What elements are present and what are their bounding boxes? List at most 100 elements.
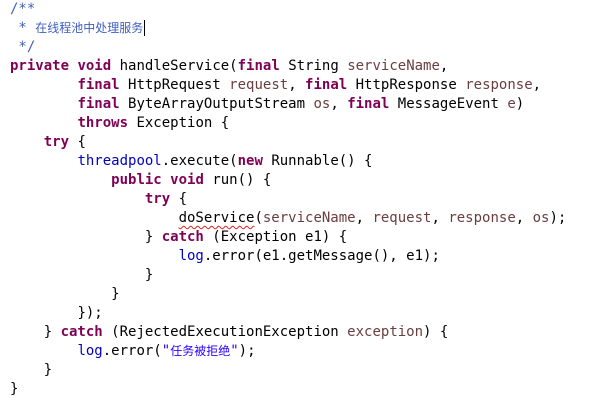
type-name: MessageEvent xyxy=(389,96,508,112)
string-literal: 任务被拒绝 xyxy=(170,344,231,358)
code-text: } xyxy=(144,267,154,283)
code-line-7[interactable]: throws Exception { xyxy=(10,114,229,133)
indent xyxy=(10,134,44,150)
field-reference: log xyxy=(77,343,103,359)
keyword: final xyxy=(237,58,280,74)
code-line-1[interactable]: /** xyxy=(10,0,35,19)
keyword: void xyxy=(77,58,112,74)
indent xyxy=(10,286,111,302)
indent xyxy=(10,343,77,359)
indent xyxy=(10,191,145,207)
code-text: , xyxy=(355,210,373,226)
code-line-14[interactable]: log.error(e1.getMessage(), e1); xyxy=(10,247,440,266)
code-text: }); xyxy=(77,305,103,321)
keyword: new xyxy=(237,153,263,169)
code-line-19[interactable]: log.error("任务被拒绝"); xyxy=(10,342,256,361)
code-text: run() { xyxy=(203,172,272,188)
code-line-21[interactable]: } xyxy=(10,380,18,399)
code-text: , xyxy=(288,77,306,93)
indent xyxy=(10,115,77,131)
keyword: try xyxy=(43,134,70,150)
code-line-9[interactable]: threadpool.execute(new Runnable() { xyxy=(10,152,372,171)
code-text: .error( xyxy=(102,343,162,359)
indent xyxy=(10,172,111,188)
code-line-4[interactable]: private void handleService(final String … xyxy=(10,57,448,76)
type-name: ByteArrayOutputStream xyxy=(119,96,314,112)
keyword: final xyxy=(77,77,120,93)
code-text: } xyxy=(144,229,162,245)
indent xyxy=(10,267,145,283)
parameter: request xyxy=(372,210,432,226)
code-text: ); xyxy=(238,343,256,359)
code-line-5[interactable]: final HttpRequest request, final HttpRes… xyxy=(10,76,541,95)
parameter: os xyxy=(532,210,550,226)
code-line-18[interactable]: } catch (RejectedExecutionException exce… xyxy=(10,323,449,342)
indent xyxy=(10,248,179,264)
code-line-15[interactable]: } xyxy=(10,266,153,285)
type-name: String xyxy=(279,58,348,74)
text-cursor xyxy=(144,20,146,36)
parameter: exception xyxy=(347,324,424,340)
parameter: os xyxy=(313,96,331,112)
code-text: } xyxy=(111,286,120,302)
code-text: Runnable() { xyxy=(262,153,373,169)
keyword: final xyxy=(77,96,120,112)
code-text: ) xyxy=(515,96,525,112)
code-text: ); xyxy=(549,210,567,226)
type-name: HttpResponse xyxy=(347,77,466,93)
keyword: final xyxy=(305,77,348,93)
keyword: final xyxy=(347,96,390,112)
parameter: response xyxy=(448,210,516,226)
indent xyxy=(10,96,77,112)
field-reference: threadpool xyxy=(77,153,162,169)
code-text: , xyxy=(439,58,449,74)
keyword: catch xyxy=(161,229,204,245)
keyword: throws xyxy=(77,115,129,131)
code-line-8[interactable]: try { xyxy=(10,133,86,152)
code-line-11[interactable]: try { xyxy=(10,190,187,209)
code-text: .execute( xyxy=(161,153,238,169)
keyword: private xyxy=(10,58,70,74)
indent xyxy=(10,77,77,93)
code-text: } xyxy=(10,381,19,397)
code-text: .error(e1.getMessage(), e1); xyxy=(203,248,440,264)
code-text: , xyxy=(515,210,533,226)
type-name: HttpRequest xyxy=(119,77,230,93)
string-quote: " xyxy=(161,343,171,359)
string-quote: " xyxy=(230,343,239,359)
keyword: void xyxy=(170,172,204,188)
code-text: , xyxy=(330,96,348,112)
code-line-20[interactable]: } xyxy=(10,361,52,380)
code-text: (Exception e1) { xyxy=(203,229,348,245)
code-line-2[interactable]: * 在线程池中处理服务 xyxy=(10,19,146,38)
code-text: , xyxy=(431,210,449,226)
javadoc-description: 在线程池中处理服务 xyxy=(35,21,144,35)
javadoc-star: * xyxy=(10,20,36,36)
code-text: Exception { xyxy=(128,115,230,131)
javadoc-open: /** xyxy=(10,1,36,17)
code-line-13[interactable]: } catch (Exception e1) { xyxy=(10,228,347,247)
indent xyxy=(10,362,44,378)
field-reference: log xyxy=(178,248,204,264)
code-text xyxy=(162,172,170,188)
indent xyxy=(10,324,44,340)
code-line-3[interactable]: */ xyxy=(10,38,35,57)
code-text: ) { xyxy=(423,324,449,340)
code-line-16[interactable]: } xyxy=(10,285,120,304)
indent xyxy=(10,229,145,245)
keyword: catch xyxy=(60,324,103,340)
indent xyxy=(10,305,77,321)
parameter: e xyxy=(507,96,516,112)
code-line-17[interactable]: }); xyxy=(10,304,103,323)
code-text: , xyxy=(532,77,542,93)
code-line-6[interactable]: final ByteArrayOutputStream os, final Me… xyxy=(10,95,524,114)
code-line-12[interactable]: doService(serviceName, request, response… xyxy=(10,209,567,228)
method-call-with-error[interactable]: doService xyxy=(178,210,255,226)
parameter: request xyxy=(229,77,289,93)
code-text: { xyxy=(69,134,86,150)
indent xyxy=(10,210,179,226)
keyword: try xyxy=(144,191,171,207)
code-line-10[interactable]: public void run() { xyxy=(10,171,271,190)
code-text: (RejectedExecutionException xyxy=(102,324,348,340)
